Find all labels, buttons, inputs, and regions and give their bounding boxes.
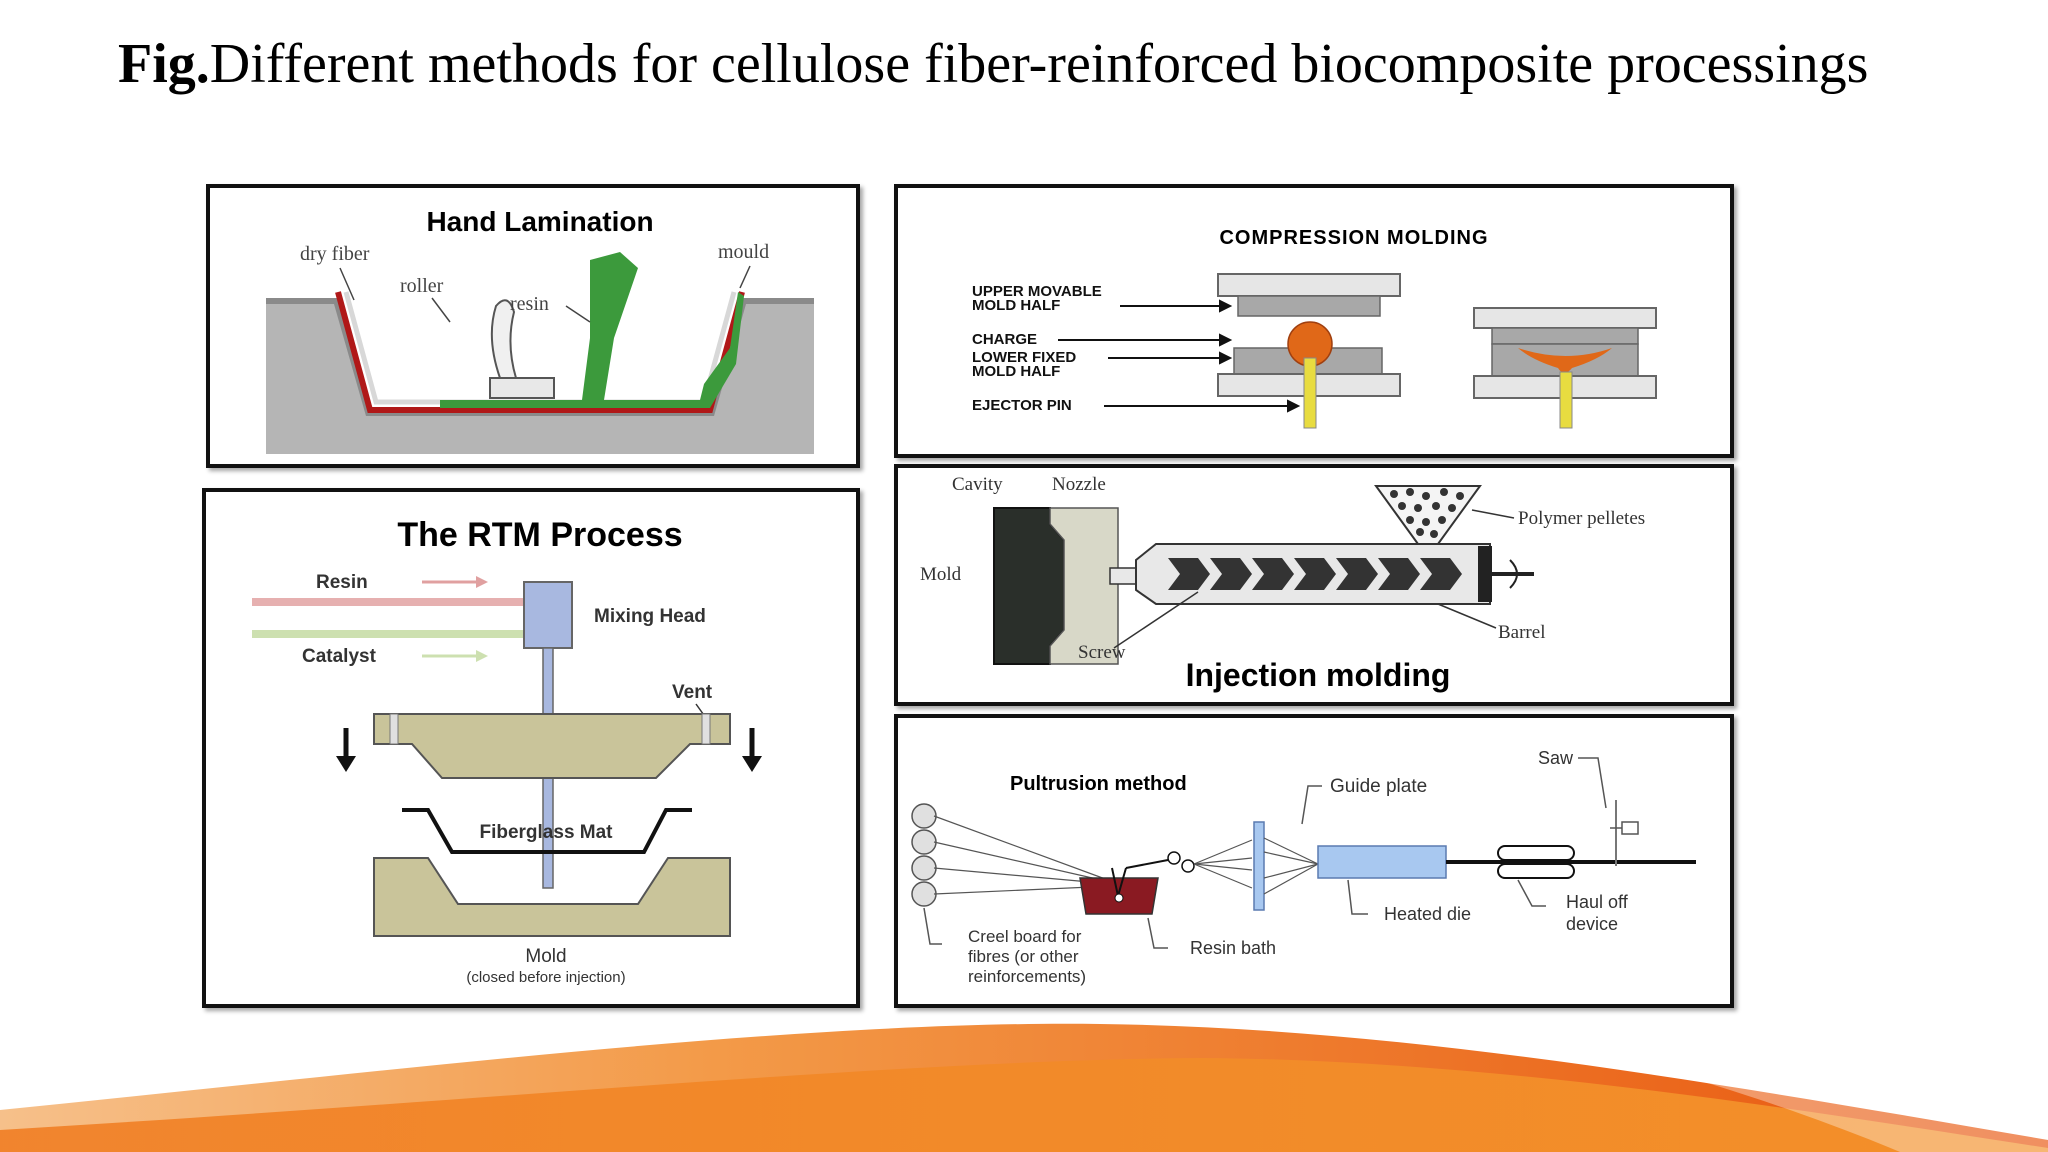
label-barrel: Barrel — [1498, 622, 1545, 643]
label-resin-rtm: Resin — [316, 572, 368, 593]
label-creel-2: fibres (or other — [968, 947, 1079, 966]
label-vent: Vent — [672, 682, 713, 703]
heated-die — [1317, 845, 1447, 879]
rtm-diagram: The RTM Process Resin Catalyst Mixing He… — [252, 516, 762, 986]
pultrusion-panel: Pultrusion method Guide plate Saw — [894, 714, 1734, 1008]
dry-fiber-layer — [335, 291, 745, 413]
label-charge: CHARGE — [972, 331, 1037, 348]
hand-lamination-diagram: Hand Lamination dry fiber roller resin m… — [266, 206, 814, 454]
mixing-head — [523, 581, 573, 649]
label-dry-fiber: dry fiber — [300, 243, 370, 265]
roller-icon — [489, 377, 555, 399]
label-polymer-pellets: Polymer pelletes — [1518, 508, 1645, 529]
pultrusion-title: Pultrusion method — [1010, 773, 1187, 795]
hopper — [1374, 485, 1482, 545]
compression-title: COMPRESSION MOLDING — [1219, 227, 1488, 249]
roller-handle — [490, 299, 518, 379]
nozzle-tip — [1109, 567, 1137, 585]
label-haul-2: device — [1566, 914, 1618, 934]
label-catalyst: Catalyst — [302, 646, 377, 667]
laminate-layer — [440, 292, 744, 408]
compression-molding-diagram: COMPRESSION MOLDING UPPER MOVABLE MOLD H… — [972, 227, 1657, 429]
ejector-pin — [1303, 357, 1317, 429]
lower-mold — [373, 857, 731, 937]
figure-caption: Different methods for cellulose fiber-re… — [209, 33, 1869, 95]
label-lower-1: LOWER FIXED — [972, 349, 1076, 366]
label-mold-inj: Mold — [920, 564, 962, 585]
label-resin: resin — [510, 293, 549, 315]
label-roller: roller — [400, 275, 444, 297]
label-creel-1: Creel board for — [968, 927, 1082, 946]
injection-molding-panel: Cavity Nozzle Mold Polymer pell — [894, 464, 1734, 706]
guide-plate — [1253, 821, 1265, 911]
haul-off-device — [1497, 845, 1575, 879]
compression-molding-panel: COMPRESSION MOLDING UPPER MOVABLE MOLD H… — [894, 184, 1734, 458]
fiberglass-mat — [402, 808, 692, 854]
injection-title: Injection molding — [1186, 657, 1451, 693]
label-fiberglass-mat: Fiberglass Mat — [479, 822, 613, 843]
label-lower-2: MOLD HALF — [972, 363, 1060, 380]
label-guide-plate: Guide plate — [1330, 776, 1427, 797]
label-saw: Saw — [1538, 748, 1574, 768]
label-mixing-head: Mixing Head — [594, 606, 706, 627]
rtm-panel: The RTM Process Resin Catalyst Mixing He… — [202, 488, 860, 1008]
screw-drive — [1478, 546, 1492, 602]
rtm-title: The RTM Process — [397, 516, 682, 554]
label-nozzle: Nozzle — [1052, 474, 1106, 495]
creel-board — [911, 803, 937, 907]
decorative-wave — [0, 1023, 2048, 1152]
figure-prefix: Fig. — [118, 33, 210, 95]
label-resin-bath: Resin bath — [1190, 938, 1276, 958]
label-ejector: EJECTOR PIN — [972, 397, 1072, 414]
resin-pour — [582, 252, 638, 400]
label-cavity: Cavity — [952, 474, 1003, 495]
label-mold: Mold — [525, 946, 566, 967]
slide-title: Fig.Different methods for cellulose fibe… — [118, 30, 1918, 98]
label-mould: mould — [718, 241, 769, 263]
label-creel-3: reinforcements) — [968, 967, 1086, 986]
hand-lamination-title: Hand Lamination — [426, 206, 653, 237]
pultrusion-diagram: Pultrusion method Guide plate Saw — [911, 748, 1696, 986]
hand-lamination-panel: Hand Lamination dry fiber roller resin m… — [206, 184, 860, 468]
label-upper-2: MOLD HALF — [972, 297, 1060, 314]
upper-mold — [373, 713, 731, 779]
label-upper-1: UPPER MOVABLE — [972, 283, 1102, 300]
mold-block — [993, 507, 1065, 665]
label-heated-die: Heated die — [1384, 904, 1471, 924]
label-mold-note: (closed before injection) — [466, 969, 625, 986]
label-haul-1: Haul off — [1566, 892, 1629, 912]
injection-molding-diagram: Cavity Nozzle Mold Polymer pell — [920, 474, 1645, 693]
